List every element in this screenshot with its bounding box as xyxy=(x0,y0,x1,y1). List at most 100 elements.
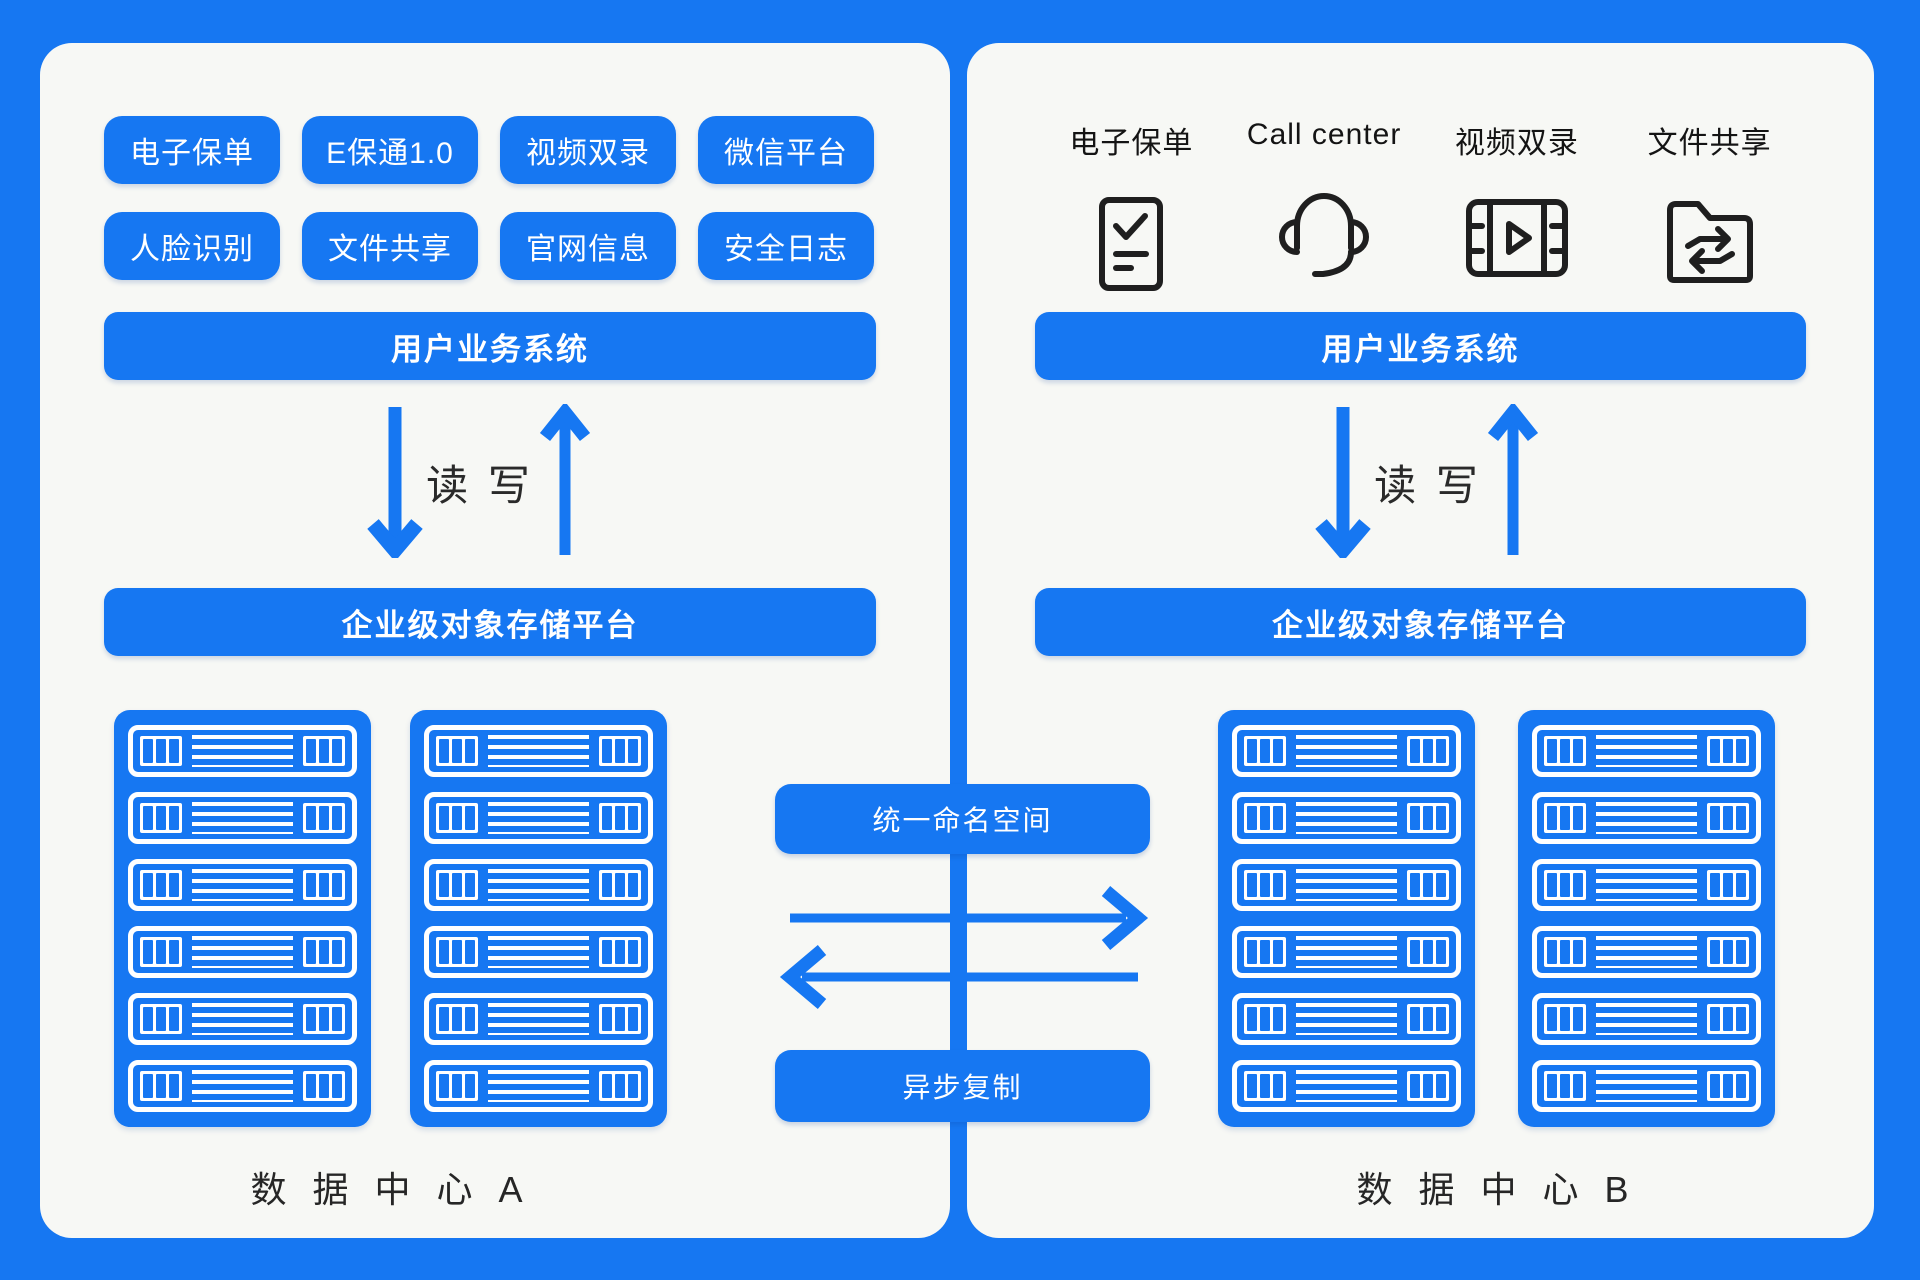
service-label: 视频双录 xyxy=(1454,127,1579,160)
server-unit-vents xyxy=(1296,869,1397,901)
video-record-icon xyxy=(1465,199,1568,277)
service-callcenter: Call center xyxy=(1228,118,1421,292)
app-chip-epolicy: 电子保单 xyxy=(104,116,280,184)
server-unit xyxy=(424,993,653,1045)
server-unit-vents xyxy=(192,869,293,901)
app-chip-ebaotong: E保通1.0 xyxy=(302,116,478,184)
server-unit-vents xyxy=(488,869,589,901)
server-unit-ticks xyxy=(436,1071,478,1101)
server-unit xyxy=(1532,1060,1761,1112)
policy-doc-icon xyxy=(1099,197,1164,291)
service-icon-row: 电子保单 Call center 视频双录 xyxy=(1035,118,1806,292)
server-unit-ticks xyxy=(140,1071,182,1101)
server-unit-ticks xyxy=(599,870,641,900)
server-unit-ticks xyxy=(599,1071,641,1101)
app-chip-website: 官网信息 xyxy=(500,212,676,280)
app-chip-video: 视频双录 xyxy=(500,116,676,184)
folder-share-icon xyxy=(1666,201,1753,283)
service-label: 文件共享 xyxy=(1647,127,1772,160)
server-unit-ticks xyxy=(1244,870,1286,900)
server-rack xyxy=(1518,710,1775,1127)
app-chip-grid: 电子保单 E保通1.0 视频双录 微信平台 人脸识别 文件共享 官网信息 安全日… xyxy=(104,116,876,280)
arrow-down-icon xyxy=(367,407,423,558)
server-unit-ticks xyxy=(1244,736,1286,766)
service-video: 视频双录 xyxy=(1421,118,1614,292)
server-unit-ticks xyxy=(436,803,478,833)
server-unit-vents xyxy=(1296,1070,1397,1102)
server-unit xyxy=(1232,725,1461,777)
server-unit-vents xyxy=(1596,802,1697,834)
server-unit-ticks xyxy=(140,736,182,766)
server-unit-ticks xyxy=(1544,870,1586,900)
read-write-flow: 读 写 xyxy=(365,404,595,558)
headset-icon xyxy=(1279,193,1370,277)
server-unit-ticks xyxy=(303,870,345,900)
server-unit xyxy=(1532,926,1761,978)
server-unit-ticks xyxy=(599,736,641,766)
server-unit-ticks xyxy=(303,736,345,766)
server-unit xyxy=(1232,1060,1461,1112)
server-unit-ticks xyxy=(1707,937,1749,967)
server-unit-vents xyxy=(192,936,293,968)
server-unit xyxy=(1532,725,1761,777)
server-unit xyxy=(1232,993,1461,1045)
business-system-bar: 用户业务系统 xyxy=(104,312,876,380)
server-unit xyxy=(128,993,357,1045)
server-unit-vents xyxy=(1596,869,1697,901)
server-unit xyxy=(128,792,357,844)
server-unit-vents xyxy=(488,802,589,834)
server-unit-vents xyxy=(488,1003,589,1035)
server-unit xyxy=(128,926,357,978)
server-unit-ticks xyxy=(1244,1071,1286,1101)
server-unit-ticks xyxy=(303,1071,345,1101)
server-unit xyxy=(424,792,653,844)
datacenter-a-panel: 电子保单 E保通1.0 视频双录 微信平台 人脸识别 文件共享 官网信息 安全日… xyxy=(40,43,950,1238)
datacenter-b-label: 数 据 中 心 B xyxy=(1356,1169,1637,1210)
server-unit-ticks xyxy=(1244,803,1286,833)
server-rack xyxy=(114,710,371,1127)
server-unit-ticks xyxy=(1707,803,1749,833)
server-unit xyxy=(1532,792,1761,844)
server-unit-ticks xyxy=(1707,1004,1749,1034)
read-write-label: 读 写 xyxy=(1374,462,1482,509)
business-system-bar: 用户业务系统 xyxy=(1035,312,1806,380)
server-unit-ticks xyxy=(1544,803,1586,833)
server-unit xyxy=(1232,792,1461,844)
server-rack xyxy=(1218,710,1475,1127)
server-unit-ticks xyxy=(599,937,641,967)
server-unit xyxy=(128,859,357,911)
server-unit-vents xyxy=(192,1070,293,1102)
server-unit-ticks xyxy=(1244,1004,1286,1034)
arrow-up-icon xyxy=(1487,404,1539,555)
server-unit xyxy=(1232,859,1461,911)
server-unit xyxy=(424,725,653,777)
server-unit-vents xyxy=(1296,802,1397,834)
server-unit-ticks xyxy=(303,803,345,833)
server-unit-vents xyxy=(488,936,589,968)
server-unit xyxy=(1532,859,1761,911)
app-chip-fileshare: 文件共享 xyxy=(302,212,478,280)
server-unit xyxy=(424,1060,653,1112)
server-unit-ticks xyxy=(1244,937,1286,967)
server-unit-vents xyxy=(1296,936,1397,968)
server-unit-ticks xyxy=(140,870,182,900)
server-unit-vents xyxy=(488,735,589,767)
async-replication-badge: 异步复制 xyxy=(775,1050,1150,1122)
service-epolicy: 电子保单 xyxy=(1035,118,1228,292)
server-unit-vents xyxy=(192,802,293,834)
object-storage-bar: 企业级对象存储平台 xyxy=(1035,588,1806,656)
server-unit-ticks xyxy=(1407,736,1449,766)
service-label: Call center xyxy=(1246,118,1402,151)
server-unit-ticks xyxy=(599,1004,641,1034)
server-unit xyxy=(128,1060,357,1112)
server-unit xyxy=(128,725,357,777)
read-write-flow: 读 写 xyxy=(1313,404,1543,558)
server-unit-ticks xyxy=(1407,1071,1449,1101)
arrow-down-icon xyxy=(1315,407,1371,558)
app-chip-wechat: 微信平台 xyxy=(698,116,874,184)
server-unit-ticks xyxy=(140,803,182,833)
server-unit-ticks xyxy=(140,937,182,967)
server-unit-ticks xyxy=(1707,736,1749,766)
datacenter-a-label: 数 据 中 心 A xyxy=(250,1169,531,1210)
